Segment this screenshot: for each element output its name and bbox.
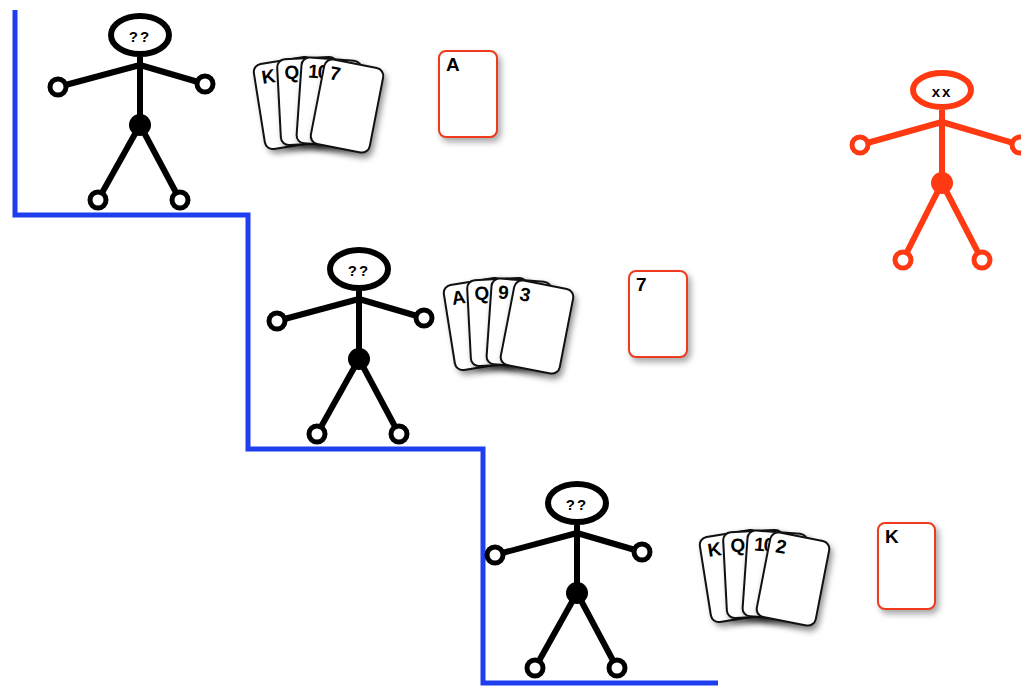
leg-line [903,183,942,260]
hand-circle [197,76,213,92]
foot-circle [609,660,625,676]
leg-line [535,593,577,668]
leg-line [140,125,180,200]
card-rank: 7 [636,275,646,295]
face-text: xx [910,84,974,100]
hand-circle [852,137,868,153]
leg-line [317,359,359,434]
leg-line [98,125,140,200]
leg-line [359,359,399,434]
hip-dot [931,172,953,194]
card-rank: Q [474,284,489,305]
arm-line [495,533,577,555]
foot-circle [391,426,407,442]
card-rank: A [450,287,466,309]
arm-line [860,122,942,145]
hip-dot [348,348,370,370]
card-rank: Q [730,536,745,557]
hand-circle [487,547,503,563]
hand-circle [416,310,432,326]
red-stick-figure [852,110,1021,268]
foot-circle [309,426,325,442]
stick-figure [487,525,650,676]
foot-circle [895,252,911,268]
stick-figure [269,291,432,442]
face-up-card: K [877,522,936,610]
hand-circle [50,79,66,95]
staircase [15,10,718,683]
hand-circle [1012,137,1021,153]
hand-circle [634,544,650,560]
card-rank: 2 [774,536,787,557]
face-text: ?? [108,29,172,45]
face-head: ?? [327,247,391,291]
face-text: ?? [545,497,609,513]
hand-circle [269,313,285,329]
face-head: xx [910,70,974,110]
card-rank: A [446,55,459,75]
card-rank: 7 [328,63,341,84]
card-rank: K [706,539,722,561]
card-rank: K [260,66,276,88]
foot-circle [527,660,543,676]
arm-line [277,299,359,321]
leg-line [942,183,982,260]
face-head: ?? [545,481,609,525]
face-head: ?? [108,13,172,57]
arm-line [58,65,140,87]
card-rank: Q [284,63,299,84]
face-up-card: 7 [628,270,688,358]
hip-dot [129,114,151,136]
foot-circle [172,192,188,208]
foot-circle [974,252,990,268]
face-up-card: A [438,50,498,138]
arm-line [942,122,1020,145]
card-rank: 3 [518,284,531,305]
stick-figure [50,57,213,208]
card-rank: K [885,527,898,547]
card-rank: 9 [497,282,508,303]
hip-dot [566,582,588,604]
leg-line [577,593,617,668]
face-text: ?? [327,263,391,279]
foot-circle [90,192,106,208]
